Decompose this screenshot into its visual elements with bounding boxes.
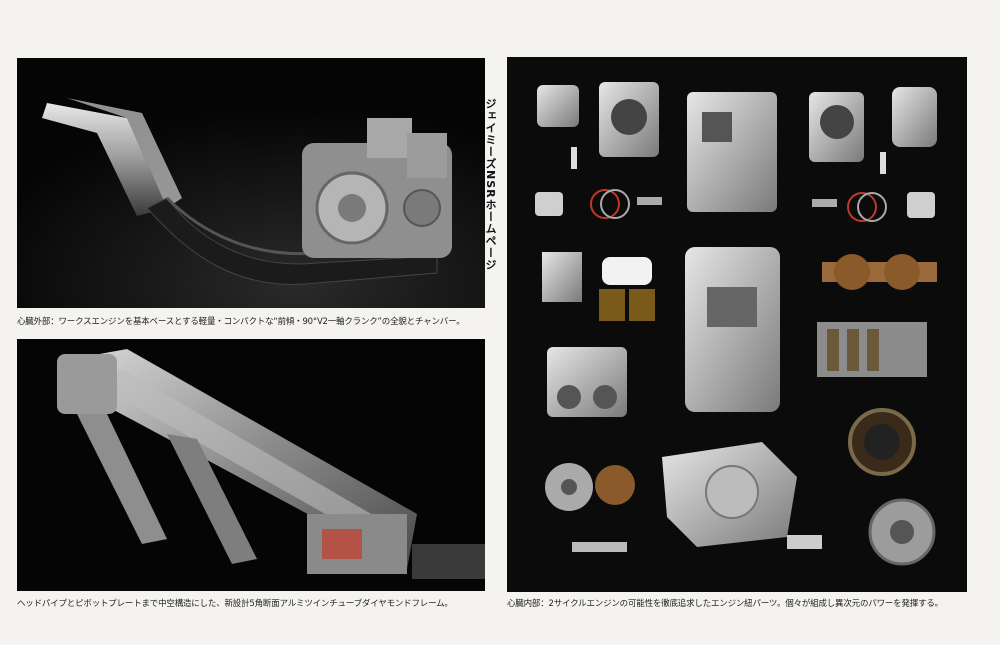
frame-caption: ヘッドパイプとピボットプレートまで中空構造にした、新設計5角断面アルミツインチュ…: [17, 599, 453, 609]
engine-interior-caption: 心臓内部：2サイクルエンジンの可能性を徹底追求したエンジン紐パーツ。個々が組成し…: [507, 599, 943, 609]
engine-exterior-photo: [17, 58, 485, 308]
engine-exterior-caption: 心臓外部：ワークスエンジンを基本ベースとする軽量・コンパクトな“前傾・90°V2…: [17, 317, 465, 327]
vertical-title: ジェイミーズNSRホームページ: [484, 98, 497, 271]
frame-photo: [17, 339, 485, 591]
engine-parts-photo: [507, 57, 967, 592]
